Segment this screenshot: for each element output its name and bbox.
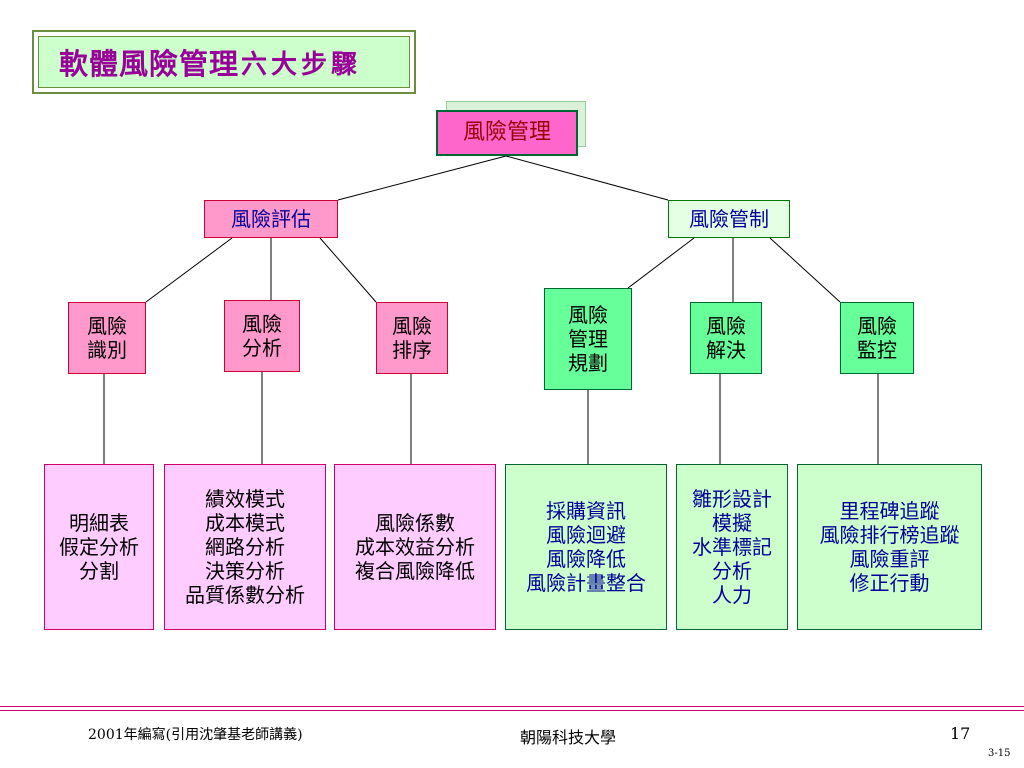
- connector-assessment-rank: [319, 237, 377, 303]
- page-number: 17: [950, 724, 971, 743]
- monitor-leaf: 里程碑追蹤 風險排行榜追蹤 風險重評 修正行動: [797, 464, 982, 630]
- identify-node: 風險 識別: [68, 302, 146, 374]
- plan-node: 風險 管理 規劃: [544, 288, 632, 390]
- title-main: 軟體風險管理: [59, 47, 240, 81]
- identify-leaf: 明細表 假定分析 分割: [44, 464, 154, 630]
- rank-leaf: 風險係數 成本效益分析 複合風險降低: [334, 464, 496, 630]
- monitor-node: 風險 監控: [840, 302, 914, 374]
- root-node: 風險管理: [436, 110, 578, 156]
- resolve-node: 風險 解決: [690, 302, 762, 374]
- connector-root-control: [505, 155, 669, 201]
- assessment-node: 風險評估: [204, 200, 338, 238]
- connector-assessment-identify: [145, 237, 233, 303]
- analyze-leaf: 績效模式 成本模式 網路分析 決策分析 品質係數分析: [164, 464, 326, 630]
- analyze-node: 風險 分析: [224, 300, 300, 372]
- footer-rule-bottom: [0, 710, 1024, 711]
- title-suffix: 六大步驟: [241, 49, 362, 80]
- footer-university: 朝陽科技大學: [520, 728, 617, 747]
- resolve-leaf: 雛形設計 模擬 水準標記 分析 人力: [676, 464, 788, 630]
- rank-node: 風險 排序: [376, 302, 448, 374]
- title-box: 軟體風險管理六大步驟: [32, 30, 416, 94]
- control-node: 風險管制: [668, 200, 790, 238]
- plan-leaf: 採購資訊 風險迴避 風險降低 風險計畫整合: [505, 464, 667, 630]
- section-number: 3-15: [988, 748, 1011, 759]
- footer-credit: 2001年編寫(引用沈肇基老師講義): [88, 727, 303, 743]
- connector-control-monitor: [769, 237, 841, 303]
- title-banner: 軟體風險管理六大步驟: [38, 36, 410, 88]
- connector-root-assessment: [337, 155, 507, 201]
- footer-rule-top: [0, 706, 1024, 707]
- connector-control-plan: [627, 237, 695, 289]
